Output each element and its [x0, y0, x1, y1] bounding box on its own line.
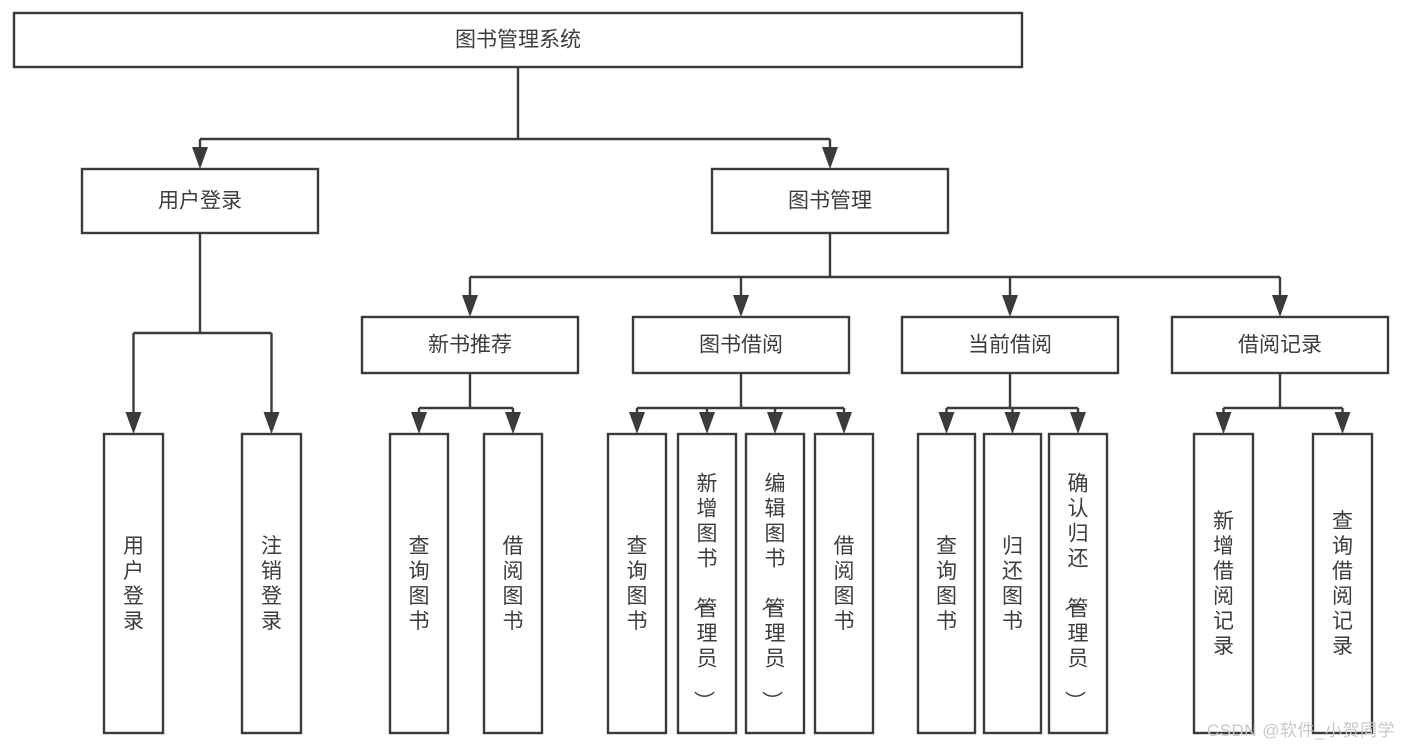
node-label: 编辑图书（管理员） — [760, 473, 786, 712]
node-leaf-查询图书[interactable]: 查询图书 — [606, 432, 668, 735]
node-leaf-新增图书（管理员）[interactable]: 新增图书（管理员） — [676, 432, 738, 735]
node-leaf-查询图书[interactable]: 查询图书 — [916, 432, 977, 735]
node-label: 新增借阅记录 — [1213, 510, 1234, 658]
node-label: 查询图书 — [627, 535, 648, 633]
node-label: 确认归还（管理员） — [1063, 473, 1089, 712]
node-level2-用户登录[interactable]: 用户登录 — [80, 167, 320, 235]
node-label: 用户登录 — [158, 190, 242, 213]
arrow-head-icon — [505, 412, 521, 434]
arrow-head-icon — [462, 295, 478, 317]
node-label: 借阅记录 — [1238, 334, 1322, 357]
node-level2-图书管理[interactable]: 图书管理 — [710, 167, 950, 235]
arrow-head-icon — [1272, 295, 1288, 317]
node-leaf-借阅图书[interactable]: 借阅图书 — [482, 432, 544, 735]
node-level3-图书借阅[interactable]: 图书借阅 — [631, 315, 851, 375]
arrow-head-icon — [1004, 412, 1021, 434]
node-leaf-注销登录[interactable]: 注销登录 — [240, 432, 303, 735]
node-label: 归还图书 — [1002, 535, 1023, 633]
arrow-head-icon — [699, 412, 715, 434]
node-leaf-借阅图书[interactable]: 借阅图书 — [813, 432, 875, 735]
arrow-head-icon — [733, 295, 749, 317]
arrow-head-icon — [125, 412, 142, 434]
arrow-head-icon — [1070, 412, 1086, 434]
node-leaf-确认归还（管理员）[interactable]: 确认归还（管理员） — [1047, 432, 1109, 735]
arrow-head-icon — [767, 412, 783, 434]
node-label: 当前借阅 — [968, 334, 1052, 357]
node-label: 图书借阅 — [699, 334, 783, 357]
node-leaf-查询图书[interactable]: 查询图书 — [388, 432, 450, 735]
arrow-head-icon — [1002, 295, 1018, 317]
node-label: 借阅图书 — [503, 535, 524, 633]
node-leaf-查询借阅记录[interactable]: 查询借阅记录 — [1311, 432, 1374, 735]
arrow-head-icon — [629, 412, 645, 434]
arrow-head-icon — [411, 412, 427, 434]
arrow-head-icon — [822, 147, 838, 169]
node-leaf-用户登录[interactable]: 用户登录 — [102, 432, 165, 735]
node-label: 查询图书 — [936, 535, 957, 633]
node-level3-新书推荐[interactable]: 新书推荐 — [360, 315, 580, 375]
node-root-图书管理系统[interactable]: 图书管理系统 — [12, 11, 1024, 69]
node-leaf-新增借阅记录[interactable]: 新增借阅记录 — [1192, 432, 1255, 735]
arrow-head-icon — [263, 412, 280, 434]
node-label: 用户登录 — [123, 535, 144, 633]
arrow-head-icon — [1334, 412, 1351, 434]
arrow-head-icon — [836, 412, 852, 434]
node-level3-当前借阅[interactable]: 当前借阅 — [900, 315, 1120, 375]
arrow-head-icon — [192, 147, 208, 169]
node-label: 图书管理系统 — [455, 29, 581, 52]
node-label: 注销登录 — [261, 535, 282, 633]
node-label: 查询借阅记录 — [1332, 510, 1353, 658]
node-leaf-归还图书[interactable]: 归还图书 — [982, 432, 1043, 735]
arrow-head-icon — [938, 412, 955, 434]
node-label: 新增图书（管理员） — [692, 473, 718, 712]
node-label: 借阅图书 — [834, 535, 855, 633]
node-label: 查询图书 — [409, 535, 430, 633]
node-level3-借阅记录[interactable]: 借阅记录 — [1170, 315, 1390, 375]
node-label: 图书管理 — [788, 190, 872, 213]
node-label: 新书推荐 — [428, 334, 512, 357]
arrow-head-icon — [1215, 412, 1232, 434]
node-leaf-编辑图书（管理员）[interactable]: 编辑图书（管理员） — [744, 432, 806, 735]
